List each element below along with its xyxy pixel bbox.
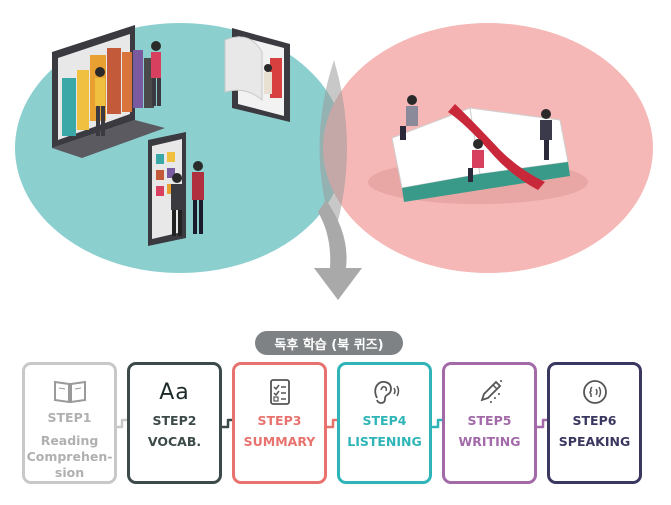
step-2-number: STEP2: [152, 413, 197, 428]
step-6-number: STEP6: [572, 413, 617, 428]
step-6-card: STEP6 SPEAKING: [547, 362, 642, 484]
step-4-number: STEP4: [362, 413, 407, 428]
speaking-icon: [581, 373, 609, 411]
connector-3-4: [323, 418, 339, 429]
book-icon: [53, 373, 87, 408]
checklist-icon: [269, 373, 291, 411]
phone-people-illustration: [148, 132, 204, 246]
connector-5-6: [533, 418, 549, 429]
step-4-label: LISTENING: [347, 434, 422, 449]
study-header-pill: 독후 학습 (북 퀴즈): [255, 331, 403, 355]
step-6-label: SPEAKING: [558, 434, 631, 449]
step-1-label: Reading Comprehen- sion: [26, 433, 113, 480]
laptop-books-illustration: [52, 25, 165, 158]
step-5-label: WRITING: [458, 434, 521, 449]
step-1-card: STEP1 Reading Comprehen- sion: [22, 362, 117, 484]
step-3-number: STEP3: [257, 413, 302, 428]
illustration-scene: [15, 23, 653, 300]
connector-2-3: [218, 418, 234, 429]
step-3-card: STEP3 SUMMARY: [232, 362, 327, 484]
connector-1-2: [113, 418, 130, 429]
letters-icon: Aa: [159, 373, 190, 411]
pen-icon: [476, 373, 504, 411]
down-arrow-icon: [314, 200, 362, 300]
step-5-number: STEP5: [467, 413, 512, 428]
step-2-card: Aa STEP2 VOCAB.: [127, 362, 222, 484]
step-5-card: STEP5 WRITING: [442, 362, 537, 484]
letters-icon-text: Aa: [159, 379, 190, 405]
ear-icon: [370, 373, 400, 411]
step-4-card: STEP4 LISTENING: [337, 362, 432, 484]
step-3-label: SUMMARY: [243, 434, 316, 449]
step-2-label: VOCAB.: [147, 434, 202, 449]
connector-4-5: [428, 418, 444, 429]
circle-overlap: [319, 60, 347, 236]
step-1-number: STEP1: [47, 410, 92, 425]
open-book-readers-illustration: [368, 95, 588, 204]
tablet-book-illustration: [224, 28, 290, 122]
